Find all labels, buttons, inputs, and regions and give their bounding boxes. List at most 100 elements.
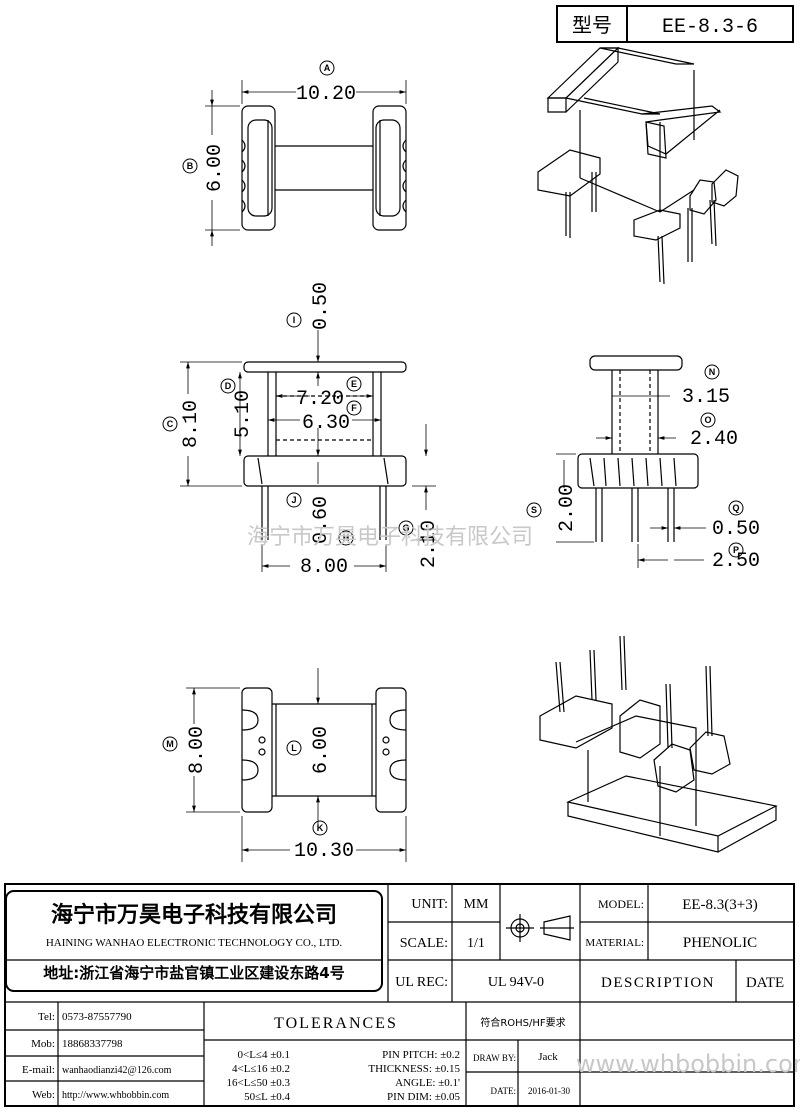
dim-g: 2.10 (418, 520, 441, 568)
dim-l: 6.00 (310, 726, 333, 774)
dim-f: 6.30 (302, 412, 350, 435)
date-label: DATE: (491, 1086, 517, 1096)
tol-pin-dim: PIN DIM: ±0.05 (387, 1091, 460, 1103)
bottom-view (186, 668, 407, 862)
side-view (556, 355, 706, 568)
company-name-cn: 海宁市万昊电子科技有限公司 (51, 902, 337, 928)
company-name-en: HAINING WANHAO ELECTRONIC TECHNOLOGY CO.… (46, 937, 343, 949)
front-view (180, 330, 436, 572)
model-value: EE-8.3(3+3) (682, 897, 758, 913)
svg-text:C: C (167, 419, 174, 429)
dim-c: 8.10 (180, 400, 203, 448)
tol-length-4: 50≤L ±0.4 (244, 1091, 290, 1103)
svg-text:G: G (402, 523, 409, 533)
mob-value: 18868337798 (62, 1038, 123, 1050)
svg-text:I: I (293, 315, 296, 325)
spec-grid: UNIT: MM SCALE: 1/1 UL REC: UL 94V-0 MOD… (395, 897, 784, 991)
svg-text:A: A (324, 63, 331, 73)
title-box (556, 5, 794, 43)
svg-text:K: K (317, 823, 324, 833)
description-header: DESCRIPTION (601, 975, 715, 991)
svg-text:B: B (187, 161, 194, 171)
tol-length-3: 16<L≤50 ±0.3 (227, 1077, 291, 1089)
marker-g: G (398, 520, 414, 536)
tol-length-1: 0<L≤4 ±0.1 (238, 1049, 291, 1061)
svg-text:P: P (733, 545, 739, 555)
ulrec-value: UL 94V-0 (488, 975, 544, 990)
tel-value: 0573-87557790 (62, 1011, 132, 1023)
marker-f: F (346, 400, 362, 416)
marker-h: H (338, 530, 354, 546)
svg-text:N: N (709, 367, 716, 377)
watermark-cn: 海宁市万昊电子科技有限公司 (247, 525, 533, 550)
material-value: PHENOLIC (683, 935, 757, 951)
marker-i: I (286, 312, 302, 328)
marker-a: A (319, 60, 335, 76)
svg-text:L: L (291, 743, 297, 753)
projection-symbol-icon (506, 914, 574, 942)
scale-value: 1/1 (467, 936, 485, 951)
marker-j: J (286, 492, 302, 508)
marker-o: O (700, 412, 716, 428)
tol-thickness: THICKNESS: ±0.15 (368, 1063, 460, 1075)
svg-text:J: J (291, 495, 296, 505)
unit-value: MM (464, 897, 489, 912)
marker-b: B (182, 158, 198, 174)
svg-text:E: E (351, 379, 357, 389)
svg-text:H: H (343, 533, 350, 543)
dim-m: 8.00 (186, 726, 209, 774)
top-view (205, 80, 407, 246)
unit-label: UNIT: (411, 897, 448, 912)
dim-s: 2.00 (556, 484, 579, 532)
tol-pin-pitch: PIN PITCH: ±0.2 (382, 1049, 460, 1061)
web-value: http://www.whbobbin.com (62, 1090, 169, 1101)
dim-h: 8.00 (300, 556, 348, 579)
dimension-labels: 10.20 6.00 8.10 5.10 7.20 6.30 2.10 8.00… (180, 83, 760, 863)
dim-k: 10.30 (294, 840, 354, 863)
svg-text:M: M (166, 739, 174, 749)
dim-i: 0.50 (310, 282, 333, 330)
dim-e: 7.20 (296, 388, 344, 411)
marker-d: D (220, 378, 236, 394)
dim-q: 0.50 (712, 518, 760, 541)
tolerances: TOLERANCES 0<L≤4 ±0.1 4<L≤16 ±0.2 16<L≤5… (227, 1015, 571, 1103)
email-label: E-mail: (22, 1064, 55, 1076)
watermark-site: www.whbobbin.com (576, 1050, 800, 1078)
title-block-frame (4, 883, 795, 1107)
drawby-value: Jack (538, 1051, 558, 1063)
drawby-label: DRAW BY: (473, 1053, 516, 1063)
marker-c: C (162, 416, 178, 432)
tolerances-title: TOLERANCES (274, 1015, 398, 1032)
svg-text:O: O (704, 415, 711, 425)
type-value: EE-8.3-6 (662, 16, 758, 39)
date-header: DATE (746, 975, 784, 991)
marker-k: K (312, 820, 328, 836)
tol-angle: ANGLE: ±0.1' (395, 1077, 460, 1089)
isometric-view-top (537, 46, 739, 285)
tol-length-2: 4<L≤16 ±0.2 (232, 1063, 290, 1075)
dim-d: 5.10 (232, 390, 255, 438)
marker-e: E (346, 376, 362, 392)
svg-text:F: F (351, 403, 357, 413)
svg-text:D: D (225, 381, 232, 391)
marker-s: S (526, 502, 542, 518)
dim-j: 0.60 (310, 496, 333, 544)
dim-n: 3.15 (682, 386, 730, 409)
marker-group: A B C D E F G H I J K L M N O P Q S (162, 60, 744, 836)
marker-l: L (286, 740, 302, 756)
dim-a: 10.20 (296, 83, 356, 106)
dim-o: 2.40 (690, 428, 738, 451)
email-value: wanhaodianzi42@126.com (62, 1065, 172, 1076)
svg-text:Q: Q (732, 503, 739, 513)
web-label: Web: (32, 1089, 55, 1101)
type-label: 型号 (572, 13, 612, 37)
marker-q: Q (728, 500, 744, 516)
marker-m: M (162, 736, 178, 752)
rohs-note: 符合ROHS/HF要求 (480, 1016, 565, 1029)
model-label: MODEL: (598, 897, 644, 911)
tel-label: Tel: (38, 1011, 55, 1023)
svg-text:S: S (531, 505, 537, 515)
isometric-view-bottom (539, 635, 778, 853)
scale-label: SCALE: (400, 936, 448, 951)
